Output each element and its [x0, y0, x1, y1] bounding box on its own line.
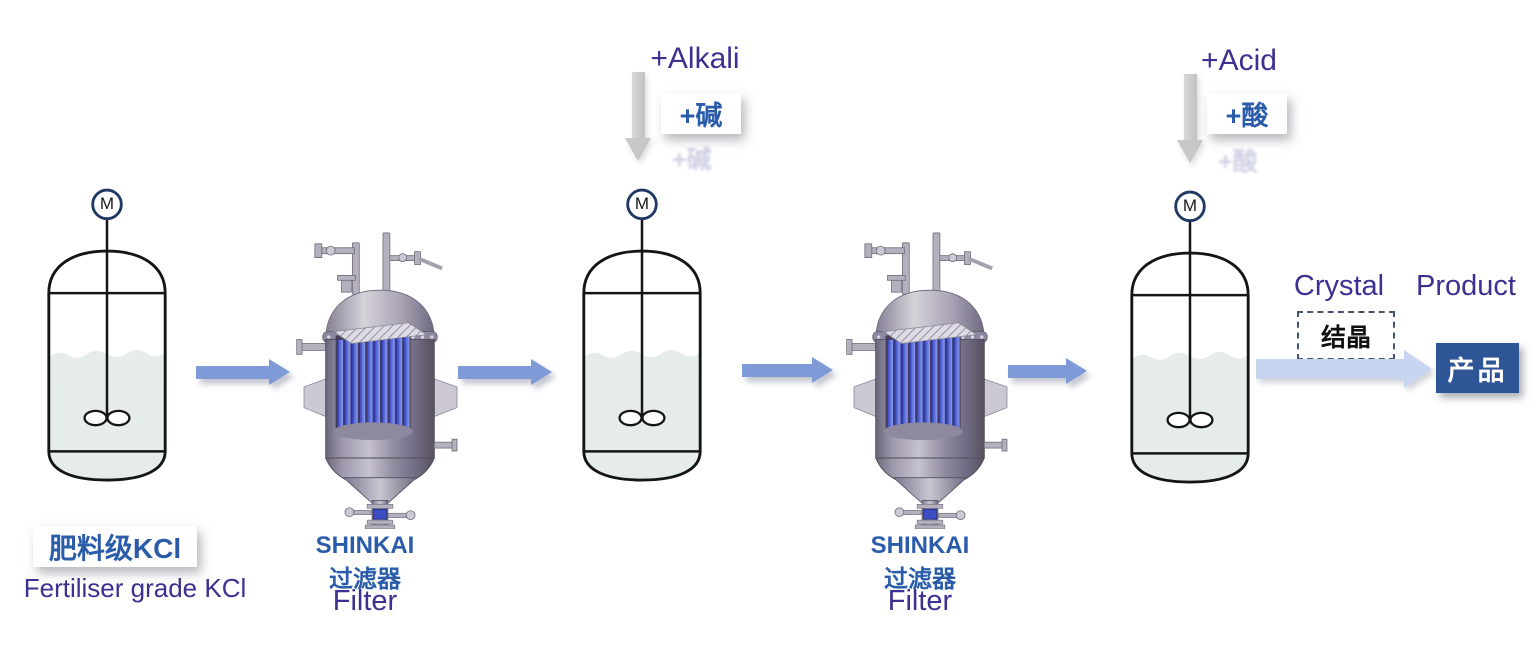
acid-label-cn-box: +酸 [1207, 93, 1287, 134]
product-label-en: Product [1416, 270, 1516, 302]
feed-name-cn: 肥料级KCl [48, 532, 182, 564]
flow-arrow-4-shaft [1008, 364, 1066, 378]
stirred-tank-1-illustration [45, 188, 169, 484]
shinkai-filter-1-illustration [296, 229, 464, 529]
product-label-cn-box: 产品 [1436, 343, 1519, 393]
crystallize-arrow-head [1404, 350, 1432, 388]
flow-arrow-3-shaft [742, 363, 812, 377]
flow-arrow-2-shaft [458, 365, 531, 379]
feed-name-en: Fertiliser grade KCl [23, 573, 247, 603]
filter-2-type-en: Filter [887, 585, 953, 617]
acid-feed-arrow-icon [1177, 74, 1203, 163]
flow-arrow-2-head [531, 359, 552, 385]
flow-arrow-2-icon [458, 359, 552, 385]
crystal-label-cn: 结晶 [1320, 323, 1371, 352]
filter-2-brand: SHINKAI [870, 532, 970, 559]
alkali-feed-arrow-icon [625, 72, 651, 161]
motor-symbol-tank-1: M [99, 194, 115, 213]
alkali-arrow-head [625, 138, 651, 161]
alkali-label-cn-box: +碱 [661, 93, 741, 134]
product-label-cn: 产品 [1447, 355, 1508, 386]
acid-label-en: +Acid [1201, 44, 1277, 77]
flow-arrow-4-head [1066, 358, 1087, 384]
stirred-tank-3-illustration [1128, 190, 1252, 486]
acid-label-cn: +酸 [1225, 101, 1269, 131]
filter-1-type-en: Filter [332, 585, 398, 617]
crystal-label-en: Crystal [1293, 270, 1385, 302]
motor-symbol-tank-2: M [634, 194, 650, 213]
alkali-label-cn: +碱 [679, 101, 723, 131]
flow-arrow-3-icon [742, 357, 833, 383]
filter-1-type-cn: 过滤器 [329, 566, 401, 593]
crystallize-arrow-icon [1256, 350, 1432, 388]
crystallize-arrow-shaft [1256, 359, 1404, 379]
acid-arrow-shaft [1183, 74, 1197, 140]
stirred-tank-2-illustration [580, 188, 704, 484]
filter-1-brand: SHINKAI [315, 532, 415, 559]
flow-arrow-4-icon [1008, 358, 1087, 384]
acid-label-cn-shadow: +酸 [1218, 148, 1258, 176]
flow-arrow-3-head [812, 357, 833, 383]
alkali-arrow-shaft [631, 72, 645, 138]
acid-arrow-head [1177, 140, 1203, 163]
flow-arrow-1-head [269, 359, 290, 385]
shinkai-filter-2-illustration [846, 229, 1014, 529]
flow-arrow-1-icon [196, 359, 290, 385]
motor-symbol-tank-3: M [1182, 196, 1198, 215]
alkali-label-en: +Alkali [650, 42, 740, 75]
alkali-label-cn-shadow: +碱 [672, 146, 712, 174]
feed-name-cn-box: 肥料级KCl [33, 526, 197, 567]
flow-arrow-1-shaft [196, 365, 269, 379]
filter-2-type-cn: 过滤器 [884, 566, 956, 593]
